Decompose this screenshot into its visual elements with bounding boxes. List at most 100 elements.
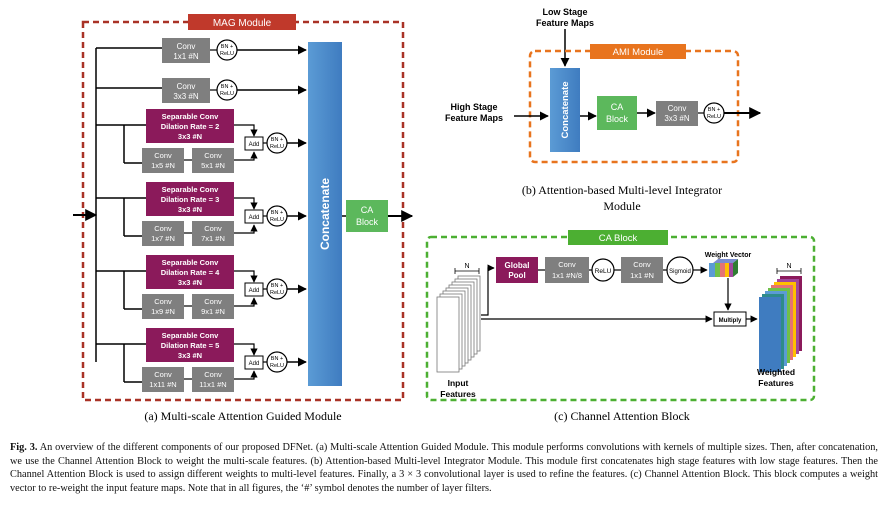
svg-text:Conv: Conv — [177, 82, 196, 91]
figure-caption: Fig. 3. An overview of the different com… — [10, 441, 878, 495]
svg-text:Global: Global — [505, 261, 530, 270]
svg-text:BN +: BN + — [708, 107, 720, 113]
input-features-stack: N — [436, 263, 481, 373]
mag-bn-relu-3 — [266, 132, 288, 154]
mag-title: MAG Module — [213, 18, 272, 29]
svg-text:Separable Conv: Separable Conv — [162, 331, 220, 340]
figure-caption-label: Fig. 3. — [10, 442, 38, 453]
mag-conv-a-4 — [142, 367, 184, 392]
svg-text:N: N — [786, 263, 791, 270]
mag-sep-conv-1 — [146, 109, 234, 143]
svg-text:1x1 #N/8: 1x1 #N/8 — [552, 271, 582, 280]
ca-caption: (c) Channel Attention Block — [554, 409, 690, 423]
svg-text:Low Stage: Low Stage — [542, 7, 587, 17]
svg-text:3x3 #N: 3x3 #N — [664, 114, 690, 123]
mag-conv-b-1 — [192, 148, 234, 173]
mag-concatenate-label: Concatenate — [318, 178, 332, 250]
mag-sep-conv-2 — [146, 182, 234, 216]
svg-text:(b) Attention-based Multi-lev: (b) Attention-based Multi-level Integrat… — [522, 183, 722, 197]
weight-vector — [709, 259, 738, 277]
mag-concatenate — [308, 42, 342, 386]
svg-text:11x1 #N: 11x1 #N — [199, 380, 226, 389]
ami-ca-block — [597, 96, 637, 130]
svg-text:CA: CA — [611, 102, 624, 112]
svg-text:BN +: BN + — [271, 210, 283, 216]
svg-text:Feature Maps: Feature Maps — [536, 18, 594, 28]
svg-text:CA: CA — [361, 205, 374, 215]
svg-text:BN +: BN + — [271, 356, 283, 362]
ami-concatenate-label: Concatenate — [560, 81, 571, 138]
svg-text:Conv: Conv — [204, 297, 222, 306]
svg-text:9x1 #N: 9x1 #N — [201, 307, 225, 316]
svg-text:1x7 #N: 1x7 #N — [151, 234, 175, 243]
svg-text:Conv: Conv — [177, 42, 196, 51]
svg-text:3x3 #N: 3x3 #N — [178, 278, 202, 287]
svg-text:Conv: Conv — [154, 370, 172, 379]
svg-text:1x1 #N: 1x1 #N — [173, 52, 199, 61]
ca-block-diagram: CA Block N Input Features Global Pool Co… — [425, 230, 816, 423]
svg-text:ReLU: ReLU — [270, 363, 284, 369]
svg-text:Dilation Rate = 2: Dilation Rate = 2 — [161, 122, 220, 131]
ami-bn-relu — [703, 102, 725, 124]
svg-text:1x5 #N: 1x5 #N — [151, 161, 175, 170]
svg-text:Conv: Conv — [668, 104, 687, 113]
svg-text:3x3 #N: 3x3 #N — [173, 92, 199, 101]
mag-bn-relu-2 — [216, 79, 238, 101]
svg-text:BN +: BN + — [271, 137, 283, 143]
svg-text:Multiply: Multiply — [719, 318, 742, 324]
ca-title: CA Block — [599, 233, 638, 244]
svg-text:Weight Vector: Weight Vector — [705, 252, 752, 259]
svg-text:Weighted: Weighted — [757, 367, 795, 377]
svg-text:Pool: Pool — [508, 271, 525, 280]
mag-conv-b-4 — [192, 367, 234, 392]
svg-text:Dilation Rate = 5: Dilation Rate = 5 — [161, 341, 220, 350]
mag-conv-3x3 — [162, 78, 210, 103]
ami-title: AMI Module — [613, 47, 664, 58]
svg-text:7x1 #N: 7x1 #N — [201, 234, 225, 243]
global-pool — [496, 257, 538, 283]
svg-text:ReLU: ReLU — [270, 217, 284, 223]
svg-text:ReLU: ReLU — [270, 144, 284, 150]
mag-conv-a-2 — [142, 221, 184, 246]
svg-text:3x3 #N: 3x3 #N — [178, 351, 202, 360]
svg-text:Features: Features — [440, 389, 476, 399]
svg-text:Dilation Rate = 4: Dilation Rate = 4 — [161, 268, 220, 277]
svg-text:Conv: Conv — [154, 151, 172, 160]
mag-conv-b-3 — [192, 294, 234, 319]
svg-text:BN +: BN + — [221, 44, 233, 50]
mag-ca-block — [346, 200, 388, 232]
mag-caption: (a) Multi-scale Attention Guided Module — [144, 409, 341, 423]
svg-text:Conv: Conv — [633, 260, 651, 269]
svg-text:Separable Conv: Separable Conv — [162, 258, 220, 267]
svg-text:Conv: Conv — [558, 260, 576, 269]
svg-text:3x3 #N: 3x3 #N — [178, 132, 202, 141]
ami-title-box — [590, 44, 686, 59]
mag-bn-relu-1 — [216, 39, 238, 61]
mag-bn-relu-5 — [266, 278, 288, 300]
svg-text:Add: Add — [249, 215, 260, 221]
mag-sep-branch-4: Separable Conv Dilation Rate = 5 3x3 #N … — [96, 328, 307, 392]
svg-text:5x1 #N: 5x1 #N — [201, 161, 225, 170]
svg-text:Feature Maps: Feature Maps — [445, 113, 503, 123]
svg-text:N: N — [464, 263, 469, 270]
svg-text:Dilation Rate = 3: Dilation Rate = 3 — [161, 195, 220, 204]
svg-text:Conv: Conv — [154, 224, 172, 233]
svg-text:ReLU: ReLU — [270, 290, 284, 296]
svg-text:1x11 #N: 1x11 #N — [149, 380, 176, 389]
svg-text:Add: Add — [249, 288, 260, 294]
ca-block-border — [425, 235, 816, 402]
mag-bn-relu-4 — [266, 205, 288, 227]
mag-conv-1x1 — [162, 38, 210, 63]
mag-sep-branch-1: Separable Conv Dilation Rate = 2 3x3 #N … — [96, 109, 307, 173]
svg-text:BN +: BN + — [221, 84, 233, 90]
svg-text:Conv: Conv — [154, 297, 172, 306]
mag-sep-conv-4 — [146, 328, 234, 362]
mag-conv-a-1 — [142, 148, 184, 173]
ami-module-border — [528, 49, 740, 164]
svg-text:ReLU: ReLU — [220, 51, 234, 57]
svg-text:Add: Add — [249, 361, 260, 367]
svg-text:Conv: Conv — [204, 151, 222, 160]
weighted-features-stack: N — [759, 263, 802, 372]
svg-text:Conv: Conv — [204, 370, 222, 379]
svg-text:Block: Block — [356, 217, 379, 227]
